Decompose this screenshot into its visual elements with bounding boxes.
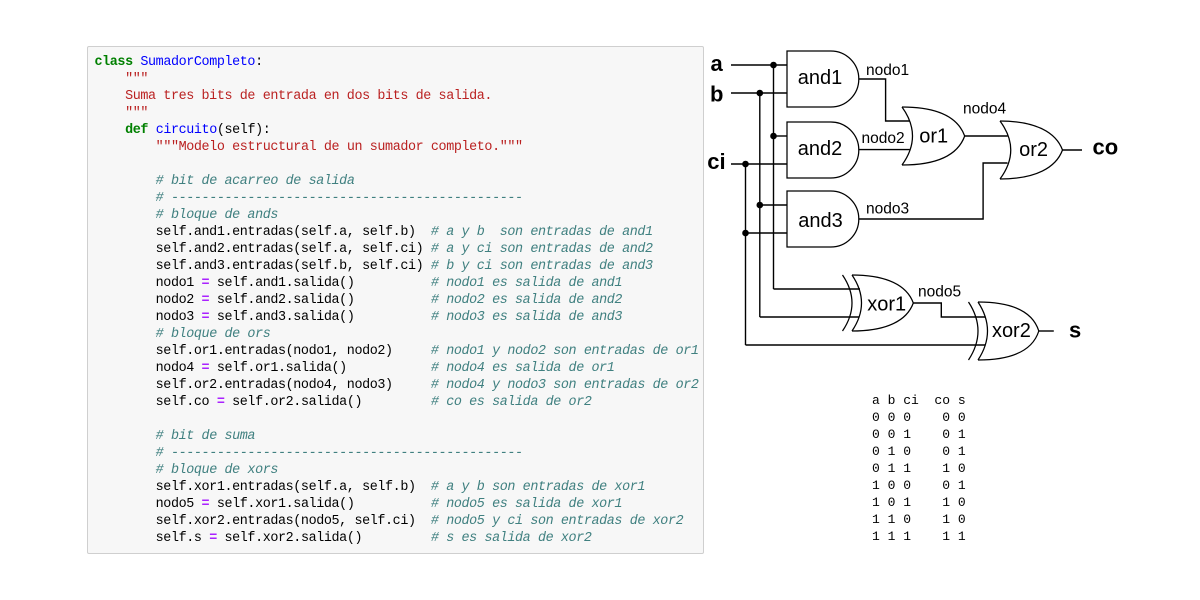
- svg-text:nodo3: nodo3: [866, 201, 909, 218]
- svg-text:nodo5: nodo5: [918, 284, 961, 301]
- svg-text:and3: and3: [798, 210, 843, 232]
- svg-text:a: a: [711, 51, 724, 76]
- svg-text:xor2: xor2: [992, 320, 1031, 342]
- svg-text:or1: or1: [919, 125, 948, 147]
- svg-text:ci: ci: [707, 149, 725, 174]
- svg-text:nodo1: nodo1: [866, 62, 909, 79]
- svg-text:b: b: [710, 81, 723, 106]
- svg-text:xor1: xor1: [867, 293, 906, 315]
- svg-text:and1: and1: [798, 67, 843, 89]
- svg-text:s: s: [1069, 318, 1081, 343]
- svg-text:and2: and2: [798, 138, 843, 160]
- svg-text:or2: or2: [1019, 139, 1048, 161]
- svg-text:nodo2: nodo2: [862, 130, 905, 147]
- svg-text:nodo4: nodo4: [963, 101, 1006, 118]
- svg-text:co: co: [1093, 135, 1119, 160]
